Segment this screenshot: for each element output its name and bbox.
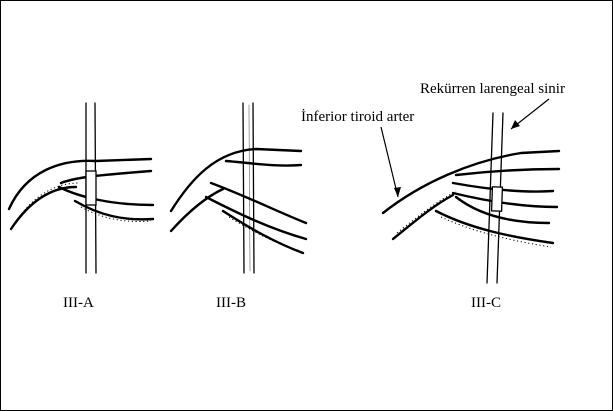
caption-iii-b: III-B bbox=[216, 295, 246, 311]
recurrent-nerve-b bbox=[243, 103, 254, 273]
nerve-label: Rekürren larengeal sinir bbox=[420, 81, 565, 97]
artery-arrow bbox=[381, 127, 398, 197]
nerve-arrowhead bbox=[511, 120, 520, 129]
nerve-crossing-a bbox=[86, 171, 96, 205]
nerve-crossing-c bbox=[492, 187, 503, 211]
inferior-thyroid-artery-a bbox=[9, 159, 153, 229]
artery-arrowhead bbox=[394, 187, 401, 197]
panel-iii-a: III-A bbox=[9, 103, 153, 311]
inferior-thyroid-artery-b bbox=[171, 149, 306, 253]
artery-label: İnferior tiroid arter bbox=[301, 109, 414, 125]
panel-iii-b: III-B bbox=[171, 103, 306, 311]
caption-iii-c: III-C bbox=[471, 295, 501, 311]
inferior-thyroid-artery-c bbox=[383, 151, 559, 247]
caption-iii-a: III-A bbox=[63, 295, 94, 311]
panel-iii-c: III-C bbox=[383, 113, 559, 311]
